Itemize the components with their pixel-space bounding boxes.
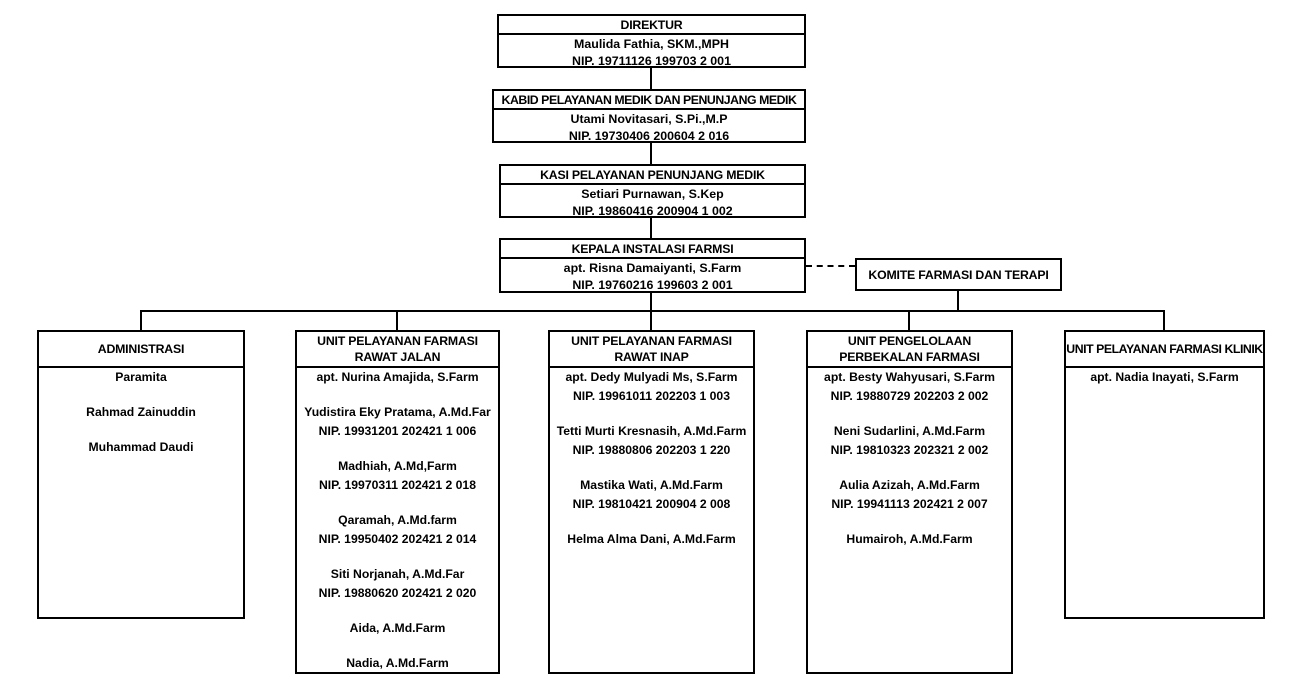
kepala-instalasi-title: KEPALA INSTALASI FARMSI bbox=[501, 240, 804, 259]
connector-kabid-kasi bbox=[650, 143, 652, 164]
kasi-title: KASI PELAYANAN PENUNJANG MEDIK bbox=[501, 166, 804, 185]
kasi-name: Setiari Purnawan, S.Kep bbox=[581, 187, 724, 201]
staff-entry: Qaramah, A.Md.farm NIP. 19950402 202421 … bbox=[319, 511, 477, 549]
connector-drop-administrasi bbox=[140, 312, 142, 330]
unit-rawat-inap-title: UNIT PELAYANAN FARMASI RAWAT INAP bbox=[550, 332, 753, 368]
direktur-name: Maulida Fathia, SKM.,MPH bbox=[574, 37, 729, 51]
staff-entry: apt. Nadia Inayati, S.Farm bbox=[1090, 368, 1238, 387]
staff-entry: Madhiah, A.Md,Farm NIP. 19970311 202421 … bbox=[319, 457, 476, 495]
unit-farmasi-klinik-title: UNIT PELAYANAN FARMASI KLINIK bbox=[1066, 332, 1263, 368]
staff-name: Qaramah, A.Md.farm bbox=[338, 513, 457, 527]
staff-name: Aulia Azizah, A.Md.Farm bbox=[839, 478, 980, 492]
staff-nip: NIP. 19931201 202421 1 006 bbox=[318, 424, 477, 438]
staff-entry: apt. Besty Wahyusari, S.Farm NIP. 198807… bbox=[824, 368, 995, 406]
komite-box: KOMITE FARMASI DAN TERAPI bbox=[855, 258, 1062, 291]
kabid-title: KABID PELAYANAN MEDIK DAN PENUNJANG MEDI… bbox=[494, 91, 804, 110]
unit-rawat-jalan-title: UNIT PELAYANAN FARMASI RAWAT JALAN bbox=[297, 332, 498, 368]
staff-entry: Nadia, A.Md.Farm bbox=[346, 654, 448, 673]
connector-komite-bus bbox=[957, 291, 959, 310]
staff-entry: Rahmad Zainuddin bbox=[86, 403, 196, 422]
staff-nip: NIP. 19950402 202421 2 014 bbox=[318, 532, 477, 546]
direktur-nip: NIP. 19711126 199703 2 001 bbox=[572, 54, 731, 68]
staff-nip: NIP. 19970311 202421 2 018 bbox=[318, 478, 476, 492]
staff-nip: NIP. 19961011 202203 1 003 bbox=[572, 389, 730, 403]
unit-perbekalan-title: UNIT PENGELOLAAN PERBEKALAN FARMASI bbox=[808, 332, 1011, 368]
komite-title: KOMITE FARMASI DAN TERAPI bbox=[868, 267, 1049, 282]
connector-drop-klinik bbox=[1163, 312, 1165, 330]
staff-entry: Helma Alma Dani, A.Md.Farm bbox=[567, 530, 735, 549]
staff-name: Siti Norjanah, A.Md.Far bbox=[330, 567, 465, 581]
staff-entry: Yudistira Eky Pratama, A.Md.Far NIP. 199… bbox=[304, 403, 491, 441]
kepala-instalasi-nip: NIP. 19760216 199603 2 001 bbox=[572, 278, 733, 292]
unit-administrasi-box: ADMINISTRASI Paramita Rahmad Zainuddin M… bbox=[37, 330, 245, 619]
staff-name: Neni Sudarlini, A.Md.Farm bbox=[833, 424, 986, 438]
staff-name: Humairoh, A.Md.Farm bbox=[846, 532, 973, 546]
staff-name: Nadia, A.Md.Farm bbox=[346, 656, 449, 670]
staff-entry: apt. Dedy Mulyadi Ms, S.Farm NIP. 199610… bbox=[565, 368, 737, 406]
staff-name: apt. Dedy Mulyadi Ms, S.Farm bbox=[565, 370, 738, 384]
kepala-instalasi-box: KEPALA INSTALASI FARMSI apt. Risna Damai… bbox=[499, 238, 806, 293]
staff-name: Tetti Murti Kresnasih, A.Md.Farm bbox=[556, 424, 747, 438]
staff-entry: Aulia Azizah, A.Md.Farm NIP. 19941113 20… bbox=[831, 476, 987, 514]
staff-name: Yudistira Eky Pratama, A.Md.Far bbox=[304, 405, 491, 419]
kabid-nip: NIP. 19730406 200604 2 016 bbox=[568, 129, 730, 143]
staff-name: apt. Nurina Amajida, S.Farm bbox=[316, 370, 479, 384]
staff-name: Rahmad Zainuddin bbox=[86, 405, 196, 419]
connector-drop-rawat-jalan bbox=[396, 312, 398, 330]
kasi-box: KASI PELAYANAN PENUNJANG MEDIK Setiari P… bbox=[499, 164, 806, 218]
connector-drop-perbekalan bbox=[908, 312, 910, 330]
connector-kasi-kepala bbox=[650, 218, 652, 238]
staff-entry: apt. Nurina Amajida, S.Farm bbox=[316, 368, 478, 387]
direktur-title: DIREKTUR bbox=[499, 16, 804, 35]
unit-rawat-inap-box: UNIT PELAYANAN FARMASI RAWAT INAP apt. D… bbox=[548, 330, 755, 674]
unit-farmasi-klinik-box: UNIT PELAYANAN FARMASI KLINIK apt. Nadia… bbox=[1064, 330, 1265, 619]
staff-entry: Neni Sudarlini, A.Md.Farm NIP. 19810323 … bbox=[831, 422, 989, 460]
unit-perbekalan-box: UNIT PENGELOLAAN PERBEKALAN FARMASI apt.… bbox=[806, 330, 1013, 674]
connector-units-bus bbox=[140, 310, 1165, 312]
kabid-box: KABID PELAYANAN MEDIK DAN PENUNJANG MEDI… bbox=[492, 89, 806, 143]
staff-nip: NIP. 19941113 202421 2 007 bbox=[831, 497, 988, 511]
staff-entry: Tetti Murti Kresnasih, A.Md.Farm NIP. 19… bbox=[557, 422, 747, 460]
kabid-name: Utami Novitasari, S.Pi.,M.P bbox=[570, 112, 728, 126]
staff-name: Helma Alma Dani, A.Md.Farm bbox=[567, 532, 736, 546]
staff-name: Paramita bbox=[115, 370, 167, 384]
staff-nip: NIP. 19880806 202203 1 220 bbox=[572, 443, 731, 457]
staff-entry: Mastika Wati, A.Md.Farm NIP. 19810421 20… bbox=[573, 476, 731, 514]
unit-rawat-jalan-box: UNIT PELAYANAN FARMASI RAWAT JALAN apt. … bbox=[295, 330, 500, 674]
unit-administrasi-title: ADMINISTRASI bbox=[39, 332, 243, 368]
staff-nip: NIP. 19880620 202421 2 020 bbox=[318, 586, 477, 600]
kepala-instalasi-name: apt. Risna Damaiyanti, S.Farm bbox=[563, 261, 742, 275]
staff-entry: Paramita bbox=[115, 368, 167, 387]
staff-name: Aida, A.Md.Farm bbox=[349, 621, 446, 635]
direktur-box: DIREKTUR Maulida Fathia, SKM.,MPH NIP. 1… bbox=[497, 14, 806, 68]
staff-entry: Aida, A.Md.Farm bbox=[350, 619, 446, 638]
staff-nip: NIP. 19810323 202321 2 002 bbox=[830, 443, 989, 457]
connector-direktur-kabid bbox=[650, 68, 652, 89]
staff-nip: NIP. 19880729 202203 2 002 bbox=[830, 389, 989, 403]
staff-nip: NIP. 19810421 200904 2 008 bbox=[572, 497, 731, 511]
staff-name: Mastika Wati, A.Md.Farm bbox=[580, 478, 723, 492]
kasi-nip: NIP. 19860416 200904 1 002 bbox=[572, 204, 733, 218]
staff-name: apt. Besty Wahyusari, S.Farm bbox=[824, 370, 995, 384]
staff-entry: Muhammad Daudi bbox=[89, 438, 194, 457]
connector-dashed-kepala-komite bbox=[806, 265, 855, 267]
staff-entry: Siti Norjanah, A.Md.Far NIP. 19880620 20… bbox=[319, 565, 477, 603]
staff-name: apt. Nadia Inayati, S.Farm bbox=[1090, 370, 1239, 384]
staff-name: Madhiah, A.Md,Farm bbox=[338, 459, 457, 473]
staff-name: Muhammad Daudi bbox=[88, 440, 194, 454]
staff-entry: Humairoh, A.Md.Farm bbox=[846, 530, 972, 549]
